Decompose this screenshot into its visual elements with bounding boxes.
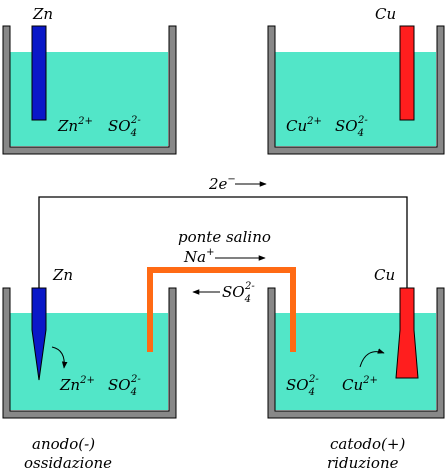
ion-label: SO42- — [335, 115, 368, 139]
electrode-label: Cu — [375, 5, 396, 23]
beaker-wall — [2, 287, 177, 419]
beaker-wall — [267, 287, 445, 419]
solution — [6, 52, 168, 146]
copper-electrode — [399, 25, 415, 121]
external-circuit: 2e− — [38, 174, 408, 288]
cathode-beaker: Cu SO42- Cu2+ — [267, 266, 445, 419]
solution — [6, 313, 168, 410]
ion-label: Zn2+ — [57, 116, 93, 135]
deposition-arrow — [359, 348, 385, 368]
ion-label: Zn2+ — [59, 375, 95, 394]
wire — [38, 196, 408, 288]
anode-caption: anodo(-) — [32, 435, 95, 453]
dissolution-arrow — [51, 346, 68, 369]
top-left-beaker: Zn Zn2+ SO42- — [2, 5, 177, 155]
ion-label: SO42- — [286, 374, 319, 398]
zinc-electrode — [31, 25, 47, 121]
salt-bridge-label: ponte salino — [178, 228, 271, 246]
ion-label: SO42- — [108, 115, 141, 139]
anode-caption-sub: ossidazione — [24, 454, 112, 472]
anion-label: SO42- — [222, 281, 255, 305]
electrode-label: Cu — [374, 266, 395, 284]
top-right-beaker: Cu Cu2+ SO42- — [267, 5, 445, 155]
ion-label: SO42- — [108, 374, 141, 398]
ion-label: Cu2+ — [342, 375, 378, 394]
electrode-label: Zn — [52, 266, 73, 284]
plated-copper-electrode — [395, 287, 419, 379]
corroded-zinc-electrode — [31, 287, 47, 381]
salt-bridge: ponte salino Na+ SO42- — [147, 228, 296, 352]
electrode-label: Zn — [32, 5, 53, 23]
cathode-caption-sub: riduzione — [327, 454, 399, 472]
beaker-wall — [2, 25, 177, 155]
cathode-caption: catodo(+) — [330, 435, 405, 453]
ion-label: Cu2+ — [286, 116, 322, 135]
beaker-wall — [267, 25, 445, 155]
electron-flow-label: 2e− — [208, 174, 236, 193]
anode-beaker: Zn Zn2+ SO42- — [2, 266, 177, 419]
cation-label: Na+ — [183, 247, 214, 266]
salt-bridge-tube — [147, 267, 296, 352]
